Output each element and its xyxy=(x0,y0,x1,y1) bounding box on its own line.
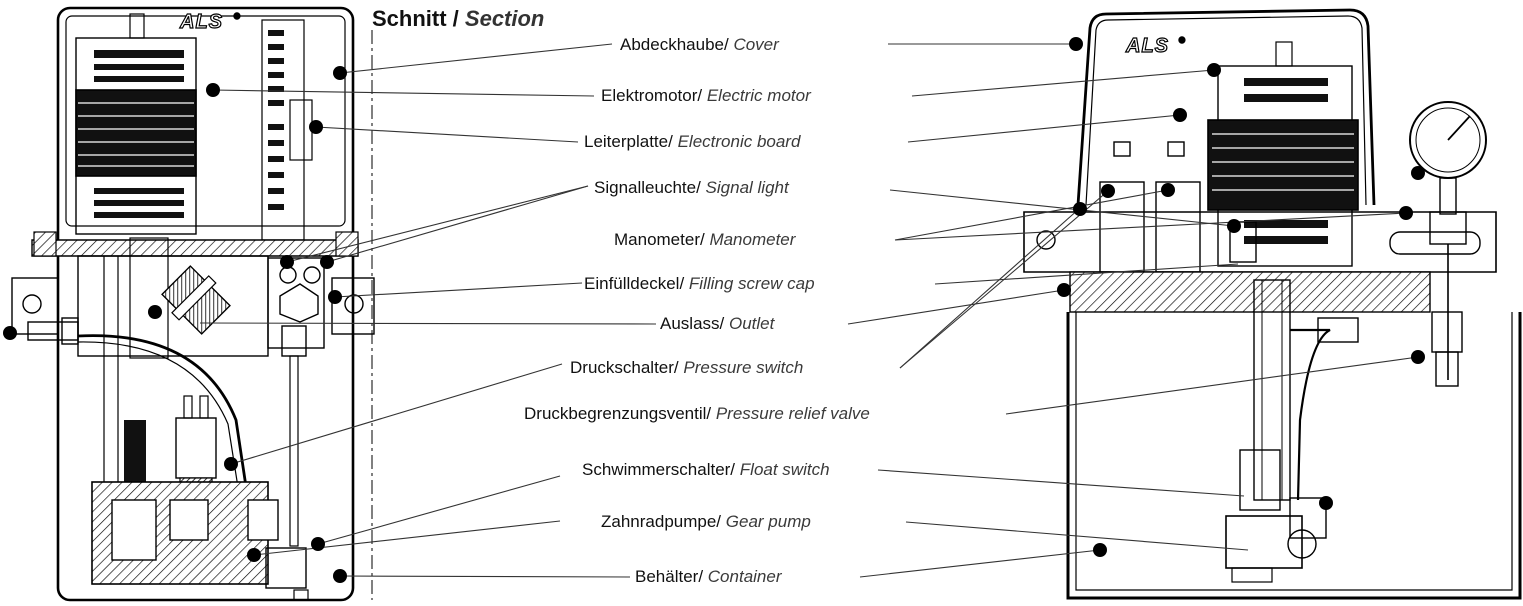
flange-plate xyxy=(31,239,359,257)
label-pressure-relief-valve: Druckbegrenzungsventil/ Pressure relief … xyxy=(524,404,870,423)
label-electronic-board: Leiterplatte/ Electronic board xyxy=(584,132,801,151)
title-en: Section xyxy=(464,6,545,31)
label-float-switch: Schwimmerschalter/ Float switch xyxy=(582,460,830,479)
label-manometer: Manometer/ Manometer xyxy=(614,230,796,249)
diagram-title: Schnitt / Section xyxy=(372,6,544,32)
electronic-board-block xyxy=(1207,119,1359,211)
container-outline xyxy=(1066,312,1522,600)
registered-mark: ® xyxy=(234,12,240,21)
callout-dots xyxy=(3,37,1425,583)
right-flange xyxy=(1069,271,1431,313)
label-container: Behälter/ Container xyxy=(635,567,782,586)
label-signal-light: Signalleuchte/ Signal light xyxy=(594,178,789,197)
svg-text:®: ® xyxy=(1179,36,1185,45)
label-filling-screw-cap: Einfülldeckel/ Filling screw cap xyxy=(584,274,815,293)
label-cover: Abdeckhaube/ Cover xyxy=(620,35,779,54)
label-pressure-switch: Druckschalter/ Pressure switch xyxy=(570,358,804,377)
pressure-switch-section xyxy=(175,417,217,479)
label-gear-pump: Zahnradpumpe/ Gear pump xyxy=(601,512,811,531)
motor-windings xyxy=(75,89,197,177)
title-de: Schnitt / xyxy=(372,6,459,31)
label-outlet: Auslass/ Outlet xyxy=(660,314,775,333)
exterior-drawing: ALS ® xyxy=(1023,8,1522,600)
leader-lines xyxy=(199,43,1419,578)
section-drawing: ALS ® xyxy=(11,6,375,602)
label-electric-motor: Elektromotor/ Electric motor xyxy=(601,86,811,105)
cover-dome xyxy=(1076,8,1376,206)
float-switch xyxy=(1239,449,1281,511)
brand-logo-right: ALS xyxy=(1125,35,1169,57)
brand-logo: ALS xyxy=(179,11,223,33)
